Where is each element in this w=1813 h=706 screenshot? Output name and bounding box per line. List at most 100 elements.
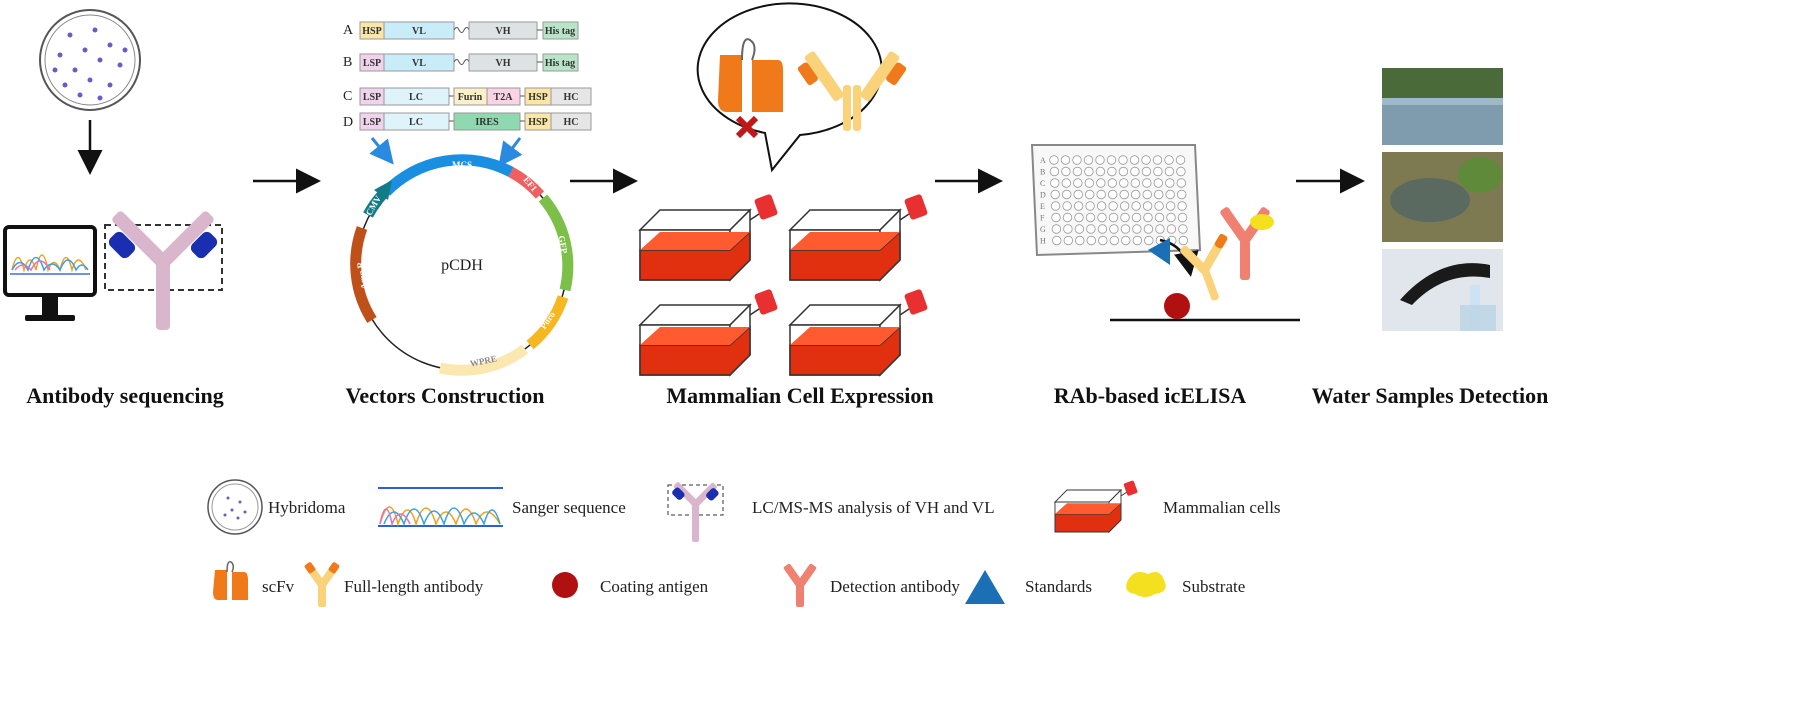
standards-icon	[1148, 238, 1170, 265]
plate-well	[1050, 201, 1061, 211]
step-title-icelisa: RAb-based icELISA	[1054, 383, 1247, 408]
plate-well	[1097, 224, 1108, 234]
svg-text:LSP: LSP	[363, 117, 381, 128]
legend-row-1: Hybridoma Sanger sequence LC/MS-MS analy…	[207, 479, 1281, 542]
plate-well	[1165, 178, 1175, 188]
plate-well	[1129, 155, 1140, 165]
curved-arrow	[1159, 238, 1199, 277]
plate-well	[1141, 155, 1151, 165]
coating-antigen-icon	[1164, 293, 1190, 319]
plate-well	[1176, 166, 1186, 177]
construct-b: B LSP VL VH His tag	[343, 53, 579, 72]
plate-well	[1153, 166, 1163, 177]
plate-row-label: C	[1040, 179, 1045, 188]
plate-well	[1109, 235, 1120, 246]
plate-well	[1177, 201, 1187, 211]
construct-a: A HSP VL VH His tag	[343, 21, 579, 40]
svg-text:Mammalian cells: Mammalian cells	[1163, 498, 1281, 517]
svg-text:B: B	[343, 55, 352, 70]
svg-text:MCS: MCS	[452, 160, 472, 170]
detection-antibody-icon	[783, 563, 817, 607]
plate-well	[1106, 155, 1117, 165]
plate-well	[1120, 224, 1131, 234]
plate-row-label: G	[1040, 225, 1046, 234]
plate-well	[1130, 166, 1140, 177]
plate-well	[1051, 212, 1061, 223]
plate-well	[1062, 212, 1073, 223]
svg-text:Amp R: Amp R	[355, 261, 370, 291]
speech-bubble	[696, 2, 907, 173]
scfv-icon	[718, 38, 783, 112]
plate-well	[1073, 189, 1083, 200]
plate-well	[1108, 212, 1119, 223]
plate-well	[1073, 178, 1083, 188]
step-title-antibody-sequencing: Antibody sequencing	[26, 383, 223, 408]
plate-well	[1175, 155, 1186, 165]
plate-well	[1051, 224, 1062, 234]
legend-row-2: scFv Full-length antibody Coating antige…	[213, 560, 1245, 607]
plate-well	[1164, 155, 1174, 165]
pond-photo	[1382, 152, 1503, 242]
svg-text:LC: LC	[409, 117, 423, 128]
lcms-antibody-icon	[667, 482, 724, 542]
step-title-mammalian-cell-expression: Mammalian Cell Expression	[666, 383, 933, 408]
plate-row-label: D	[1040, 191, 1046, 200]
plate-well	[1086, 235, 1097, 246]
svg-text:His tag: His tag	[545, 26, 575, 37]
svg-text:HSP: HSP	[528, 92, 547, 103]
svg-text:Furin: Furin	[458, 92, 483, 103]
plate-well	[1118, 155, 1128, 165]
plate-well	[1166, 212, 1176, 223]
plate-well	[1084, 178, 1095, 188]
svg-text:Standards: Standards	[1025, 577, 1092, 596]
plate-well	[1108, 201, 1118, 211]
step-title-vectors-construction: Vectors Construction	[346, 383, 545, 408]
svg-text:Detection antibody: Detection antibody	[830, 577, 960, 596]
plate-well	[1165, 201, 1176, 211]
plate-well	[1063, 224, 1073, 234]
svg-text:pCDH: pCDH	[441, 257, 483, 274]
plate-well	[1118, 166, 1129, 177]
plate-well	[1142, 201, 1153, 211]
construct-d: D LSP LC IRES HSP HC	[343, 112, 592, 131]
plate-well	[1142, 178, 1152, 188]
plate-row-label: H	[1040, 237, 1046, 246]
full-length-antibody-icon	[1180, 233, 1228, 301]
lcms-antibody-box	[104, 211, 223, 330]
tap-water-photo	[1382, 249, 1503, 331]
mammalian-cell-flask	[639, 287, 779, 376]
hybridoma-icon	[207, 479, 263, 535]
plate-well	[1063, 235, 1074, 246]
plate-well	[1152, 155, 1163, 165]
plate-well	[1142, 189, 1152, 200]
coating-antigen-icon	[552, 572, 578, 598]
plate-well	[1052, 235, 1062, 246]
mammalian-cells-icon	[1054, 479, 1139, 533]
plate-well	[1050, 189, 1060, 200]
plate-well	[1178, 235, 1189, 246]
svg-text:D: D	[343, 115, 353, 130]
plate-well	[1153, 178, 1164, 188]
plate-well	[1121, 235, 1131, 246]
step-title-water-samples-detection: Water Samples Detection	[1312, 383, 1549, 408]
svg-text:GFP: GFP	[556, 235, 569, 255]
svg-text:IRES: IRES	[475, 117, 499, 128]
plate-row-label: A	[1040, 156, 1046, 165]
plate-well	[1176, 189, 1187, 200]
plate-well	[1120, 212, 1130, 223]
plate-well	[1154, 201, 1164, 211]
svg-text:His tag: His tag	[545, 58, 575, 69]
plate-row-label: F	[1040, 214, 1045, 223]
plate-well	[1153, 189, 1164, 200]
plate-well	[1178, 224, 1188, 234]
svg-text:A: A	[343, 23, 354, 38]
hybridoma-dish	[39, 9, 141, 111]
construct-c: C LSP LC Furin T2A HSP HC	[343, 87, 592, 106]
plate-well	[1084, 189, 1095, 200]
plate-well	[1107, 178, 1118, 188]
plate-row-label: B	[1040, 168, 1045, 177]
svg-text:HC: HC	[564, 92, 579, 103]
full-length-antibody-icon	[304, 562, 340, 607]
substrate-icon	[1126, 572, 1166, 597]
plate-well	[1130, 189, 1141, 200]
